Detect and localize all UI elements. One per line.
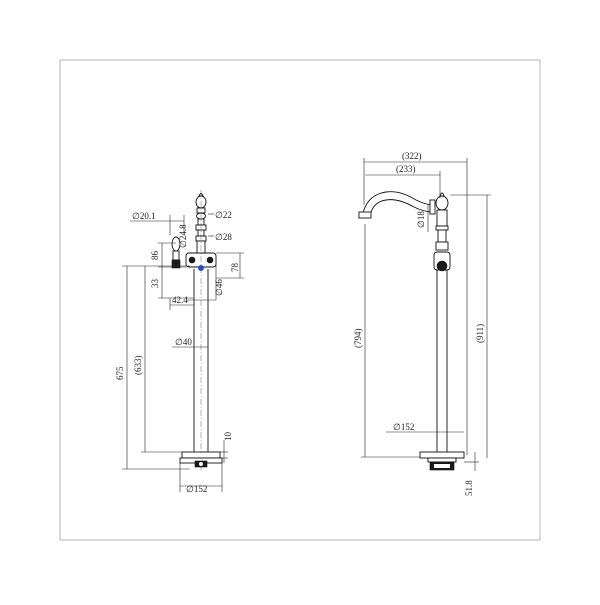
dim-front-d-handle: ∅20.1 — [132, 211, 156, 221]
front-dim-lines — [122, 213, 244, 492]
dim-side-h-911: (911) — [475, 324, 485, 343]
dim-front-h-33: 33 — [150, 279, 160, 289]
dim-side-h-794: (794) — [353, 329, 363, 349]
dim-front-h-78: 78 — [230, 263, 240, 273]
dim-front-h-675: 675 — [115, 366, 125, 380]
dim-side-w-233: (233) — [396, 164, 416, 174]
drawing-frame — [59, 59, 541, 541]
dim-front-d-base: ∅152 — [186, 484, 207, 494]
front-base — [179, 451, 223, 468]
front-view: ∅20.1 ∅22 ∅24.8 ∅28 86 78 33 ∅46 42.4 67… — [115, 190, 244, 494]
dim-side-w-322: (322) — [402, 151, 422, 161]
side-top-finial — [435, 192, 449, 251]
dim-front-h-86: 86 — [150, 251, 160, 261]
dim-front-d-small: ∅24.8 — [178, 224, 188, 248]
dim-front-h-633: (633) — [133, 356, 143, 376]
side-base — [419, 451, 465, 471]
dim-side-d-base: ∅152 — [393, 422, 414, 432]
dim-front-h-10: 10 — [223, 432, 233, 442]
side-spout — [358, 191, 436, 219]
dim-front-w-42-4: 42.4 — [172, 295, 188, 305]
dim-side-h-51-8: 51.8 — [464, 480, 474, 496]
dim-front-d-40: ∅40 — [175, 337, 192, 347]
dim-side-d-18: ∅18 — [416, 211, 426, 228]
front-lever-handle — [171, 236, 181, 269]
side-view: (322) (233) ∅18 (794) (911) ∅152 51.8 — [353, 151, 491, 496]
side-dim-lines — [361, 158, 491, 471]
dim-front-d-28: ∅28 — [215, 232, 232, 242]
dim-front-d-46: ∅46 — [214, 279, 224, 296]
dim-front-d-top: ∅22 — [215, 210, 232, 220]
side-valve-body — [433, 251, 451, 272]
